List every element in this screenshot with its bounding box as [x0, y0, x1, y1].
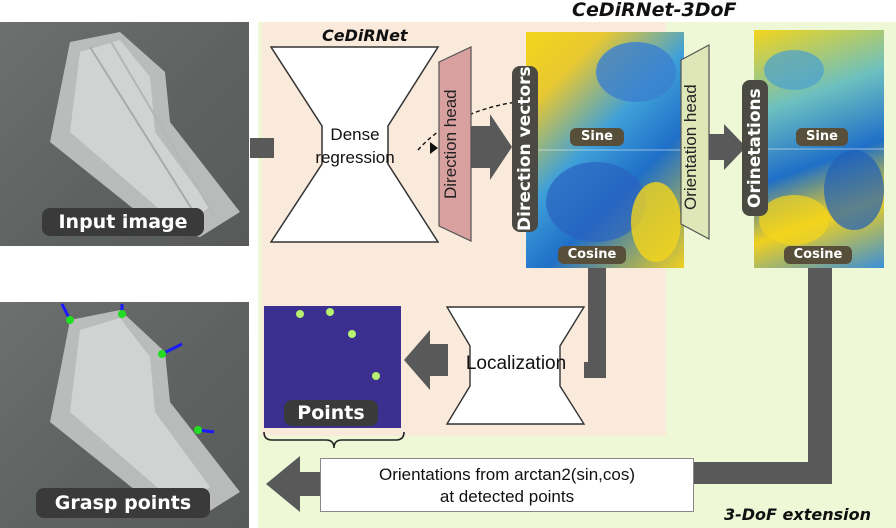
arrow-head-to-vectors	[470, 114, 512, 180]
orientations-overlay	[754, 50, 884, 245]
direction-vectors-heatmap: Sine Cosine	[526, 32, 684, 268]
regression-line: regression	[315, 148, 395, 167]
direction-head-label: Direction head	[441, 89, 460, 199]
orientation-head-label: Orientation head	[681, 84, 700, 210]
points-brace	[263, 431, 405, 449]
input-image: Input image	[0, 22, 249, 246]
orientation-text: Orientations from arctan2(sin,cos) at de…	[321, 464, 693, 508]
direction-vectors-label: Direction vectors	[512, 66, 538, 232]
vectors-sine-tag: Sine	[570, 128, 624, 146]
points-map: Points	[264, 306, 401, 428]
localization-shape	[446, 306, 586, 425]
extension-title: 3-DoF extension	[724, 505, 871, 524]
grasp-points-label: Grasp points	[36, 488, 210, 518]
localization-label: Localization	[465, 353, 567, 374]
points-dots	[296, 308, 380, 380]
orientation-head-shape	[680, 44, 710, 240]
orientation-line2: at detected points	[439, 487, 575, 506]
orientations-label: Orinetations	[742, 80, 768, 216]
orientation-line1: Orientations from arctan2(sin,cos)	[378, 465, 636, 484]
arrow-box-to-grasp	[266, 456, 320, 512]
grasp-image: Grasp points	[0, 302, 249, 528]
connector-vectors-to-localization	[584, 268, 606, 378]
direction-head-shape	[438, 46, 472, 242]
cedirnet-title: CeDiRNet	[322, 26, 408, 45]
cedirnet-3dof-title: CeDiRNet-3DoF	[572, 0, 737, 21]
orientation-text-box: Orientations from arctan2(sin,cos) at de…	[320, 458, 694, 512]
arrow-input-to-encoder	[250, 138, 274, 158]
dense-regression-text: Dense regression	[300, 123, 410, 169]
orientations-heatmap: Sine Cosine	[754, 30, 884, 268]
encoder-shape	[270, 46, 440, 243]
arrow-localization-to-points	[404, 330, 448, 390]
bag-photo-grasp	[50, 303, 240, 517]
connector-orientations-down	[692, 268, 832, 484]
direction-vectors-overlay	[526, 42, 684, 262]
points-label: Points	[284, 400, 378, 426]
dense-line: Dense	[330, 125, 380, 144]
orientations-sine-tag: Sine	[796, 128, 848, 146]
bag-photo	[50, 32, 240, 237]
arrow-orient-head-to-orientations	[706, 124, 746, 170]
vectors-cosine-tag: Cosine	[558, 246, 626, 264]
orientations-cosine-tag: Cosine	[784, 246, 852, 264]
input-image-label: Input image	[42, 208, 204, 236]
